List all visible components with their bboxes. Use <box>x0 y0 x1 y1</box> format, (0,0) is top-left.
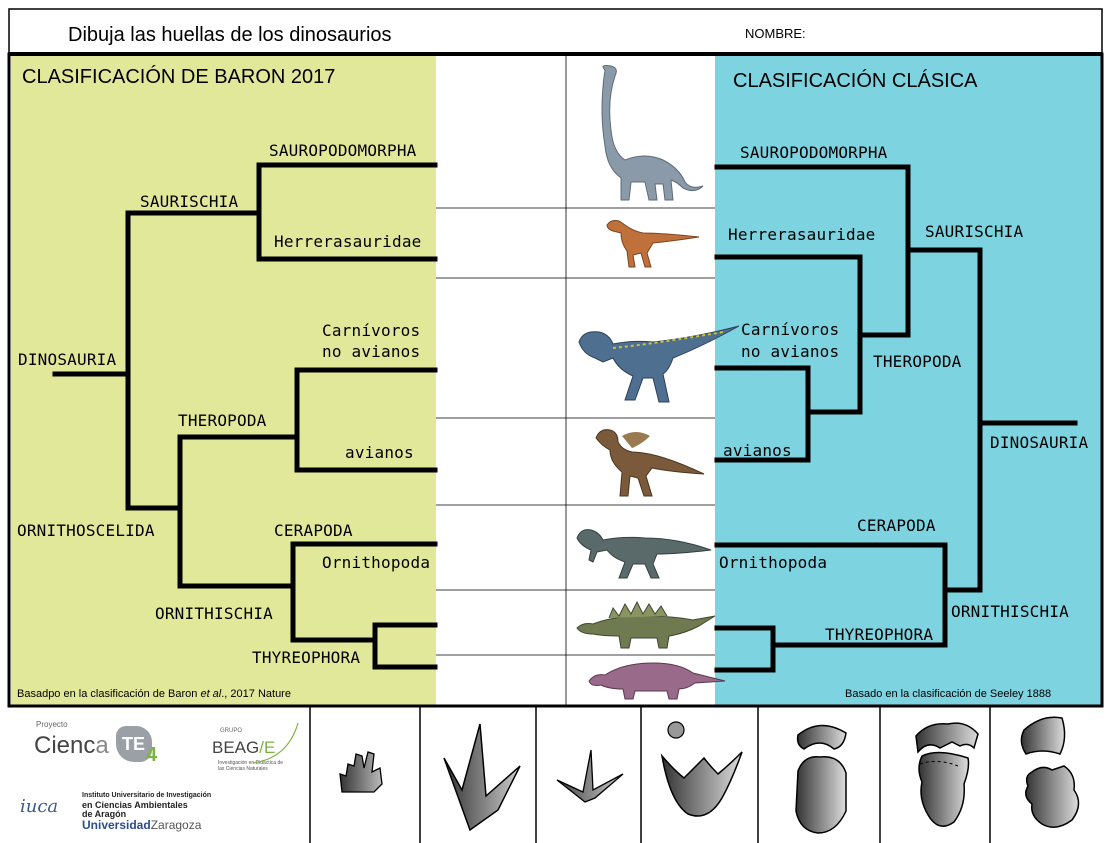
ciencia-te4-logo: Proyecto Cienca TE 4 <box>30 720 170 770</box>
baron-label-cerapoda: CERAPODA <box>274 521 353 540</box>
header-frame <box>9 9 1102 54</box>
classic-label-sauropodomorpha: SAUROPODOMORPHA <box>740 143 888 162</box>
classic-label-saurischia: SAURISCHIA <box>925 222 1023 241</box>
footprint-ankylosaur-icon <box>1012 712 1087 837</box>
classic-label-carnivoros-2: no avianos <box>741 342 839 361</box>
baron-label-carnivoros-2: no avianos <box>322 342 420 361</box>
beagle-arc-icon <box>248 718 308 768</box>
classic-label-ornithopoda: Ornithopoda <box>719 553 827 572</box>
classic-label-dinosauria: DINOSAURIA <box>990 433 1088 452</box>
footprint-large-tridactyl-icon <box>440 720 525 835</box>
baron-footnote: Basadpo en la clasificación de Baron et … <box>17 688 291 700</box>
classic-label-cerapoda: CERAPODA <box>857 516 936 535</box>
footprint-small-icon <box>338 748 388 796</box>
footprint-stegosaur-icon <box>908 712 983 837</box>
classic-label-avianos: avianos <box>723 441 792 460</box>
classic-label-carnivoros-1: Carnívoros <box>741 320 839 339</box>
carnivore-illustration <box>573 318 743 406</box>
sauropod-illustration <box>585 60 710 205</box>
feathered-avian-illustration <box>588 422 708 500</box>
baron-label-ornithischia: ORNITHISCHIA <box>155 604 273 623</box>
stegosaur-illustration <box>573 598 718 650</box>
ornithopod-illustration <box>573 520 713 580</box>
ankylosaur-illustration <box>583 657 728 703</box>
baron-label-thyreophora: THYREOPHORA <box>252 648 360 667</box>
footprint-bird-icon <box>555 748 625 806</box>
baron-label-theropoda: THEROPODA <box>178 411 267 430</box>
baron-title: CLASIFICACIÓN DE BARON 2017 <box>22 66 335 89</box>
classic-title: CLASIFICACIÓN CLÁSICA <box>733 70 978 93</box>
baron-label-ornithoscelida: ORNITHOSCELIDA <box>17 521 155 540</box>
classic-label-thyreophora: THYREOPHORA <box>825 625 933 644</box>
herrerasaurus-illustration <box>603 213 703 271</box>
baron-label-sauropodomorpha: SAUROPODOMORPHA <box>269 141 417 160</box>
baron-label-ornithopoda: Ornithopoda <box>322 553 430 572</box>
classic-label-ornithischia: ORNITHISCHIA <box>951 602 1069 621</box>
baron-label-dinosauria: DINOSAURIA <box>18 350 116 369</box>
beagle-logo: GRUPO BEAG/E Investigación en Didáctica … <box>208 728 298 778</box>
footprint-ornithopod-icon <box>658 718 746 833</box>
unizar-logo: UniversidadZaragoza <box>82 818 201 832</box>
classic-label-herrerasauridae: Herrerasauridae <box>728 225 876 244</box>
footprint-sauropod-icon <box>790 715 852 837</box>
baron-label-saurischia: SAURISCHIA <box>140 192 238 211</box>
classic-footnote: Basado en la clasificación de Seeley 188… <box>845 688 1051 700</box>
baron-label-avianos: avianos <box>345 443 414 462</box>
classic-label-theropoda: THEROPODA <box>873 352 962 371</box>
baron-label-carnivoros-1: Carnívoros <box>322 321 420 340</box>
baron-label-herrerasauridae: Herrerasauridae <box>274 232 422 251</box>
